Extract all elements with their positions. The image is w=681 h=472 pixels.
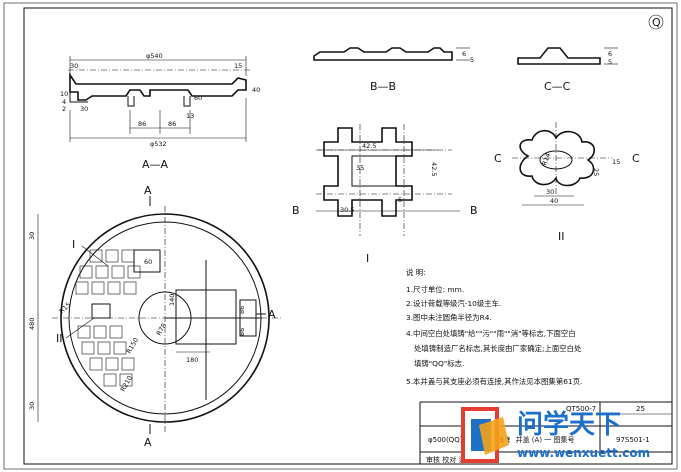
dim-aa-86b: 86: [168, 120, 176, 128]
note-4b: 处填铸制造厂名标志,其长度由厂家确定;上面空白处: [414, 344, 582, 353]
cut-mark-a-right: A: [268, 308, 276, 321]
section-aa-title: A—A: [142, 158, 169, 171]
plan-view: 480 30 30 60 140 86 86 180 R78 R150 R210…: [28, 184, 282, 449]
note-4c: 填铸"QQ"标志.: [414, 359, 464, 368]
dim-aa-4: 4: [62, 98, 66, 106]
title-block-page: 25: [636, 405, 645, 413]
cut-mark-a-top: A: [144, 184, 152, 197]
dim-aa-60: 60: [194, 94, 202, 102]
dim-d2-25: 25: [592, 168, 600, 176]
leader-ii: II: [56, 332, 63, 345]
inner-frame: [23, 7, 673, 465]
dim-aa-86a: 86: [138, 120, 146, 128]
dim-aa-532: φ532: [150, 140, 167, 148]
dim-bb-5: 5: [470, 56, 474, 64]
detail-2-title: II: [558, 230, 565, 243]
dim-aa-13: 13: [186, 112, 194, 120]
cut-mark-b-right: B: [470, 204, 478, 217]
note-1: 1.尺寸单位: mm.: [406, 285, 464, 294]
dim-d1-425a: 42.5: [362, 142, 376, 150]
watermark-brand: 问学天下: [517, 409, 621, 440]
brand-logo-icon: [461, 407, 509, 463]
title-block-atlas: 97S501-1: [616, 436, 650, 444]
dim-cc-5: 5: [608, 58, 612, 66]
dim-aa-15: 15: [234, 62, 242, 70]
dim-aa-10: 10: [60, 90, 68, 98]
watermark-logo: 问学天下 www.wenxuett.com: [461, 407, 650, 463]
dim-aa-30b: 30: [80, 105, 88, 113]
dim-aa-2: 2: [62, 105, 66, 113]
cut-mark-c-right: C: [632, 152, 640, 165]
watermark-url: www.wenxuett.com: [517, 446, 650, 460]
title-block-bottom: 审核 校对 设计 页: [426, 455, 482, 464]
notes-block: 说 明: 1.尺寸单位: mm. 2.设计荷载等级汽-10级主车. 3.图中未注…: [406, 268, 582, 386]
dim-pl-30t: 30: [28, 232, 36, 240]
corner-mark-circle: [648, 14, 664, 30]
section-bb-title: B—B: [370, 80, 396, 93]
dim-d1-425b: 42.5: [430, 162, 438, 176]
dim-aa-540: φ540: [146, 52, 163, 60]
dim-d2-30: 30: [546, 188, 554, 196]
dim-pl-480: 480: [28, 318, 36, 330]
section-cc-title: C—C: [544, 80, 571, 93]
note-4a: 4.中间空白处填铸"给""污""雨""消"等标志,下面空白: [406, 329, 576, 338]
leader-i: I: [72, 238, 75, 251]
outer-frame: [3, 2, 678, 470]
dim-pl-180: 180: [186, 356, 198, 364]
dim-d1-5: 5: [398, 196, 402, 204]
dim-aa-40: 40: [252, 86, 260, 94]
section-cc: 6 5 C—C: [517, 47, 618, 93]
dim-d1-35: 35: [356, 164, 364, 172]
detail-1-title: I: [366, 252, 369, 265]
cut-mark-c-left: C: [494, 152, 502, 165]
corner-mark: Q: [652, 16, 661, 29]
dim-pl-r78: R78: [155, 322, 168, 337]
dim-pl-140: 140: [168, 294, 176, 306]
dim-pl-r150: R150: [125, 336, 140, 355]
note-2: 2.设计荷载等级汽-10级主车.: [406, 299, 501, 308]
dim-d2-40: 40: [550, 197, 558, 205]
dim-d2-15: 15: [612, 158, 620, 166]
cut-mark-a-bottom: A: [144, 436, 152, 449]
section-aa: φ540 φ532 86 86 30 15 40 10 4 2 30 60 13…: [60, 52, 260, 171]
section-bb: 6 5 B—B: [313, 47, 474, 93]
dim-pl-60: 60: [144, 258, 152, 266]
title-block-code: QT500-7: [566, 405, 596, 413]
notes-heading: 说 明:: [406, 268, 426, 277]
dim-aa-30: 30: [70, 62, 78, 70]
dim-pl-86b: 86: [238, 328, 246, 336]
dim-d2-r14: R14: [540, 152, 552, 167]
cut-mark-b-left: B: [292, 204, 300, 217]
note-3: 3.图中未注圆角半径为R4.: [406, 313, 492, 322]
detail-1: 42.5 42.5 35 30.5 5 B B I: [292, 124, 478, 265]
dim-d1-305: 30.5: [340, 206, 354, 214]
dim-bb-6: 6: [462, 50, 466, 58]
dim-pl-86a: 86: [238, 306, 246, 314]
detail-2: 30 40 R14 25 15 C C II: [494, 122, 640, 243]
dim-cc-6: 6: [608, 50, 612, 58]
dim-pl-30b: 30: [28, 402, 36, 410]
note-5: 5.本井盖与其支座必须有连接,其作法见本图集第61页.: [406, 377, 582, 386]
